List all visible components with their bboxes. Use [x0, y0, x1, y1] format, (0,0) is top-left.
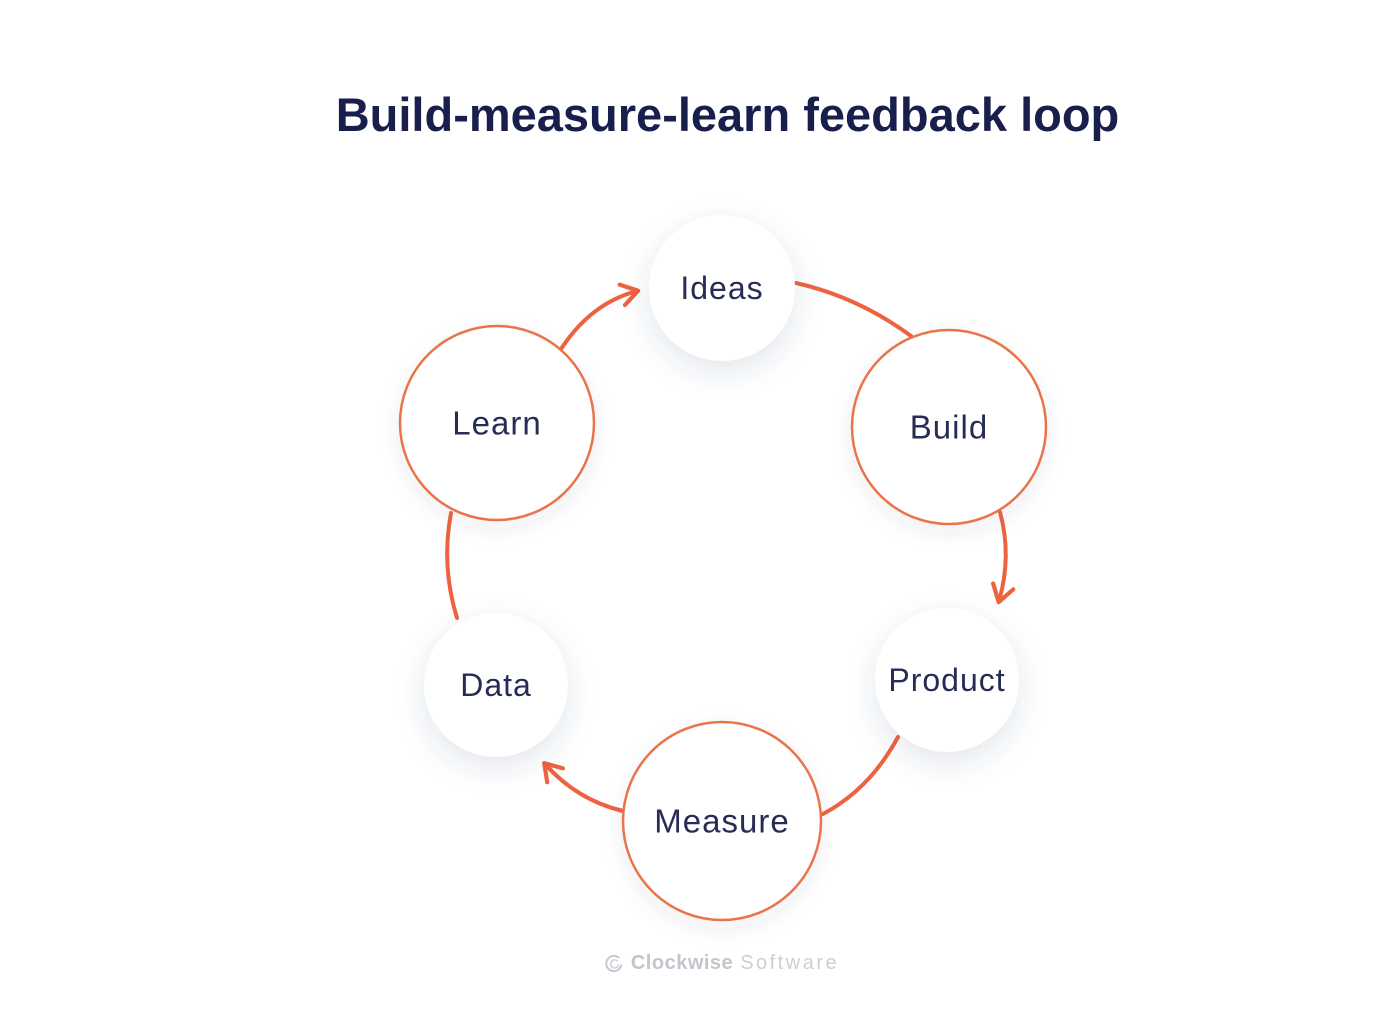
- node-label-measure: Measure: [654, 803, 789, 840]
- node-label-ideas: Ideas: [680, 270, 763, 306]
- connector-product-to-measure: [821, 735, 900, 816]
- node-label-build: Build: [910, 409, 988, 446]
- connector-ideas-to-build: [794, 281, 913, 338]
- node-product: Product: [875, 608, 1019, 752]
- node-label-learn: Learn: [452, 405, 541, 442]
- node-data: Data: [424, 613, 568, 757]
- node-circle-learn: [398, 324, 596, 522]
- connector-build-to-product-arrow: [991, 510, 1016, 605]
- clockwise-logo-icon: [605, 954, 623, 973]
- node-circle-measure: [621, 720, 823, 922]
- brand-watermark: Clockwise Software: [0, 952, 1400, 975]
- node-circle-build: [850, 328, 1048, 526]
- node-measure: Measure: [621, 720, 823, 922]
- connectors: [445, 281, 1016, 816]
- brand-name-bold: Clockwise: [630, 952, 734, 974]
- brand-name-light: Software: [740, 952, 840, 974]
- node-ideas: Ideas: [649, 215, 795, 361]
- node-circle-ideas: [649, 215, 795, 361]
- node-learn: Learn: [398, 324, 596, 522]
- node-circle-product: [875, 608, 1019, 752]
- node-circle-data: [424, 613, 568, 757]
- connector-learn-to-ideas-arrow: [559, 282, 641, 351]
- connector-data-to-learn: [445, 511, 459, 620]
- node-label-product: Product: [888, 662, 1005, 698]
- node-build: Build: [850, 328, 1048, 526]
- connector-measure-to-data-arrow: [542, 761, 625, 813]
- page-title: Build-measure-learn feedback loop: [335, 88, 1120, 141]
- nodes: Ideas Build Product Measure Data Learn: [398, 215, 1048, 922]
- node-label-data: Data: [460, 667, 532, 703]
